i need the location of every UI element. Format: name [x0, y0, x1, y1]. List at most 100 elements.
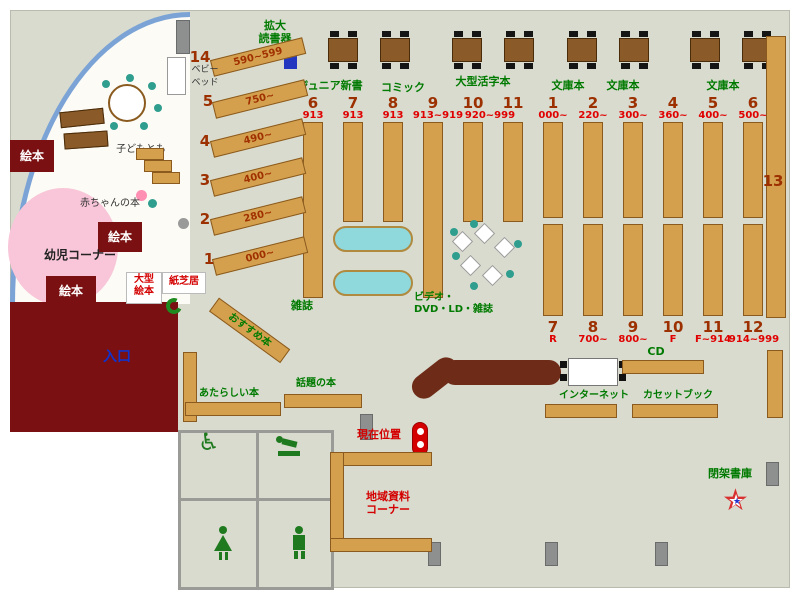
reading-table [328, 31, 358, 69]
chairs [330, 31, 358, 37]
picture-books-shelf: 絵本 [10, 140, 54, 172]
bookshelf [623, 224, 643, 316]
shelf-number: 5 [202, 92, 214, 110]
kids-seat [110, 122, 118, 130]
seat [452, 252, 460, 260]
reading-table [380, 31, 410, 69]
shelf-number: 8 [587, 318, 599, 336]
local-materials-label: 地域資料 コーナー [352, 490, 424, 516]
shelf-range: 913~919 [412, 110, 464, 121]
kamishibai-box [162, 272, 206, 294]
shelf-number: 3 [627, 94, 639, 112]
video-label-line1: ビデオ・ [414, 292, 454, 303]
shelf-number: 6 [747, 94, 759, 112]
magazine-label: 雑誌 [291, 299, 313, 312]
seat [506, 270, 514, 278]
current-position-marker [412, 422, 428, 456]
kids-seat [140, 122, 148, 130]
chairs [744, 63, 772, 69]
toddler-corner-label: 幼児コーナー [43, 248, 116, 262]
large-ehon-label: 大型 絵本 [126, 274, 162, 298]
large-ehon-line2: 絵本 [134, 286, 154, 297]
wheelchair-icon: ♿ [198, 428, 220, 456]
chairs [692, 31, 720, 37]
kids-seat [154, 104, 162, 112]
shelf-range: 913 [302, 110, 324, 121]
bookshelf [663, 122, 683, 218]
wall-bookshelf [766, 36, 786, 318]
baby-bed-line1: ベビー [191, 65, 219, 75]
seat [514, 240, 522, 248]
new-books-shelf [185, 402, 281, 416]
comic-label: コミック [381, 81, 425, 94]
kids-seat [126, 74, 134, 82]
chair [619, 374, 626, 381]
shelf-number: 1 [547, 94, 559, 112]
shelf-number: 1 [203, 250, 215, 268]
restroom-wall [178, 430, 181, 590]
shelf [767, 350, 783, 418]
shelf-number: 2 [587, 94, 599, 112]
shelf-number: 4 [199, 132, 211, 150]
shelf-number: 3 [199, 171, 211, 189]
large-ehon-box [126, 272, 162, 304]
shelf-number: 9 [427, 94, 439, 112]
topic-books-label: 話題の本 [296, 378, 336, 389]
cd-label: CD [647, 345, 665, 358]
bookshelf [663, 224, 683, 316]
chairs [382, 31, 410, 37]
shelf-range: 914~999 [728, 334, 780, 345]
chairs [569, 31, 597, 37]
bookshelf [383, 122, 403, 222]
current-position-label: 現在位置 [357, 428, 401, 441]
baby-changing-icon [274, 430, 304, 460]
bookshelf [583, 122, 603, 218]
cassette-shelf [632, 404, 718, 418]
kids-steps [136, 148, 164, 160]
shelf-number: 9 [627, 318, 639, 336]
bunko-label: 文庫本 [551, 79, 585, 92]
chairs [382, 63, 410, 69]
service-counter [443, 360, 561, 385]
bunko-label: 文庫本 [606, 79, 640, 92]
chairs [454, 31, 482, 37]
shelf-range: R [549, 334, 557, 345]
bookshelf [583, 224, 603, 316]
chairs [621, 31, 649, 37]
bookshelf [623, 122, 643, 218]
baby-books-label: 赤ちゃんの本 [80, 198, 140, 209]
restroom-wall [256, 430, 259, 588]
chairs [454, 63, 482, 69]
internet-label: インターネット [559, 390, 629, 401]
marker-dot [417, 441, 424, 448]
shelf-range: 913 [342, 110, 364, 121]
cushion [148, 199, 157, 208]
shelf-range: 800~ [618, 334, 648, 345]
local-materials-shelf [330, 452, 344, 552]
cushion [136, 190, 147, 201]
stool [178, 218, 189, 229]
bookshelf [423, 122, 443, 298]
shelf [545, 404, 617, 418]
chairs [692, 63, 720, 69]
local-materials-line2: コーナー [366, 503, 410, 517]
chairs [506, 63, 534, 69]
baby-bed-label: ベビー ベッド [186, 62, 224, 88]
shelf-number: 10 [662, 318, 684, 336]
reading-table [504, 31, 534, 69]
pillar [545, 542, 558, 566]
shelf-number: 11 [502, 94, 524, 112]
shelf-range: 700~ [578, 334, 608, 345]
kids-table [63, 130, 109, 150]
shelf-range: 300~ [618, 110, 648, 121]
pillar [176, 20, 190, 54]
new-books-label: あたらしい本 [199, 388, 259, 399]
seat [470, 282, 478, 290]
local-materials-shelf [330, 452, 432, 466]
bookshelf [503, 122, 523, 222]
chairs [744, 31, 772, 37]
bookshelf [703, 122, 723, 218]
shelf-range: 000~ [538, 110, 568, 121]
restroom-wall [178, 498, 334, 501]
shelf-number: 12 [742, 318, 764, 336]
